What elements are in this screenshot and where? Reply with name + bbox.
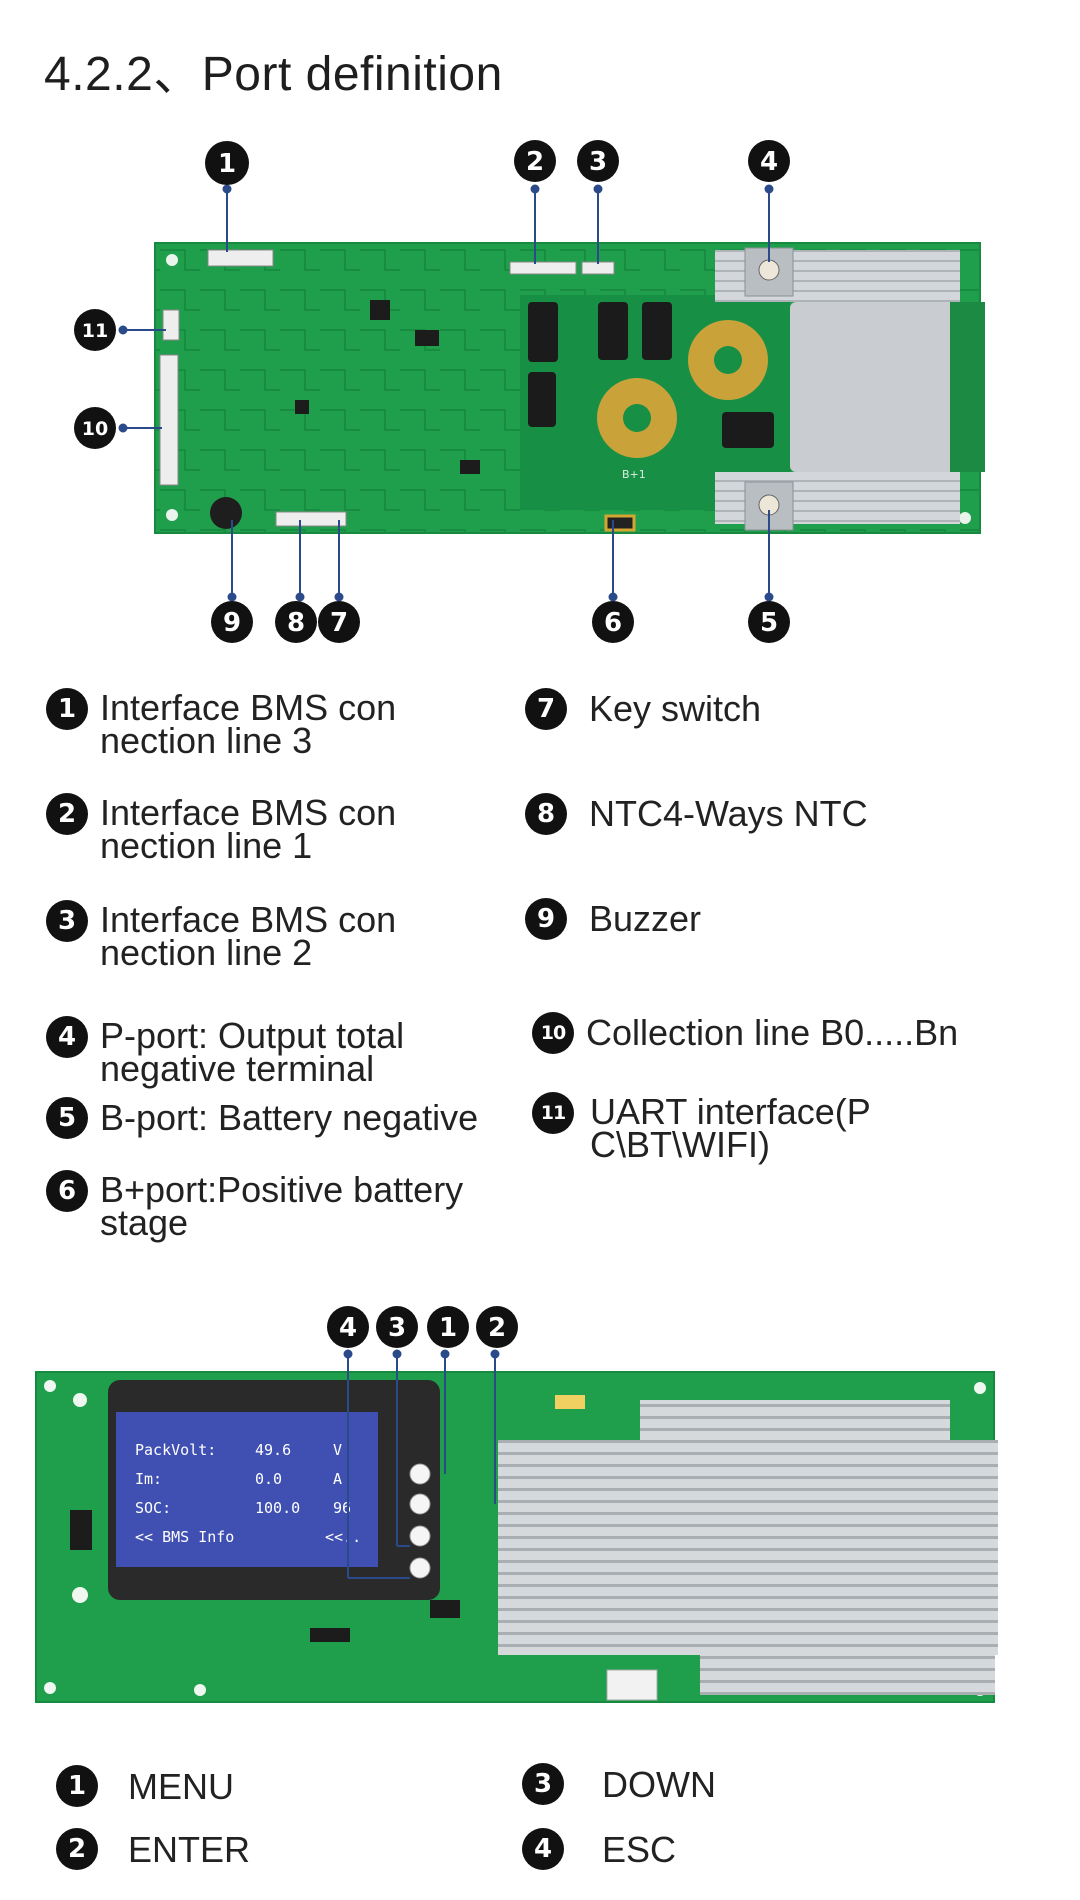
callout-4: 4 (748, 140, 790, 182)
top-board-figure: B+1 1 2 3 4 5 6 7 8 (74, 140, 985, 643)
callout-11: 11 (74, 309, 116, 351)
legend-text: UART interface(P C\BT\WIFI) (590, 1091, 871, 1165)
button-legend-item-2: 2 ENTER (56, 1828, 250, 1870)
bottom-callout-3: 3 (376, 1306, 418, 1348)
legend-item-10: 10 Collection line B0.....Bn (532, 1012, 958, 1054)
legend-item-3: 3 Interface BMS con nection line 2 (46, 899, 397, 973)
callout-10: 10 (74, 407, 116, 449)
legend-text: B+port:Positive battery stage (100, 1169, 464, 1243)
legend-text: DOWN (602, 1763, 716, 1805)
hw-button-menu (409, 1463, 431, 1485)
legend-item-1: 1 Interface BMS con nection line 3 (46, 687, 397, 761)
svg-text:11: 11 (82, 320, 108, 342)
legend-text: B-port: Battery negative (100, 1097, 479, 1138)
legend-item-9: 9 Buzzer (525, 898, 701, 940)
lcd-unit: <<.. (325, 1528, 361, 1546)
lcd-value: 0.0 (255, 1470, 282, 1488)
callout-3: 3 (577, 140, 619, 182)
svg-text:3: 3 (589, 147, 607, 177)
button-legend-item-4: 4 ESC (522, 1828, 676, 1870)
callout-8: 8 (275, 601, 317, 643)
callout-6: 6 (592, 601, 634, 643)
bottom-callout-1: 1 (427, 1306, 469, 1348)
lcd-unit: 96 (333, 1499, 351, 1517)
legend-item-6: 6 B+port:Positive battery stage (46, 1169, 464, 1243)
legend-badge: 9 (525, 898, 567, 940)
silkscreen-label: B+1 (622, 468, 646, 481)
legend-item-8: 8 NTC4-Ways NTC (525, 793, 868, 835)
legend-text: ENTER (128, 1828, 251, 1870)
callout-9: 9 (211, 601, 253, 643)
button-legend-item-3: 3 DOWN (522, 1763, 716, 1805)
svg-text:6: 6 (604, 608, 622, 638)
lcd-unit: V (333, 1441, 342, 1459)
legend-badge: 8 (525, 793, 567, 835)
svg-text:5: 5 (760, 608, 778, 638)
lcd-unit: A (333, 1470, 342, 1488)
legend-badge: 7 (525, 688, 567, 730)
legend-text: P-port: Output total negative terminal (100, 1015, 405, 1089)
svg-text:3: 3 (388, 1313, 406, 1343)
legend-text: Collection line B0.....Bn (586, 1012, 959, 1053)
svg-text:1: 1 (218, 149, 236, 179)
lcd-label: << BMS Info (135, 1528, 234, 1546)
legend-badge: 4 (522, 1828, 564, 1870)
legend-item-7: 7 Key switch (525, 688, 761, 730)
lcd-screen (116, 1412, 378, 1567)
bottom-callout-4: 4 (327, 1306, 369, 1348)
lcd-value: 100.0 (255, 1499, 300, 1517)
lcd-display: PackVolt: 49.6 V Im: 0.0 A SOC: 100.0 96… (135, 1441, 361, 1546)
legend-item-4: 4 P-port: Output total negative terminal (46, 1015, 405, 1089)
page-title: 4.2.2、Port definition (44, 48, 503, 101)
legend-text: Interface BMS con nection line 3 (100, 687, 397, 761)
bottom-heatsink (498, 1440, 998, 1655)
svg-text:2: 2 (526, 147, 544, 177)
svg-text:9: 9 (223, 608, 241, 638)
hw-button-esc (409, 1557, 431, 1579)
callout-2: 2 (514, 140, 556, 182)
legend-badge: 6 (46, 1170, 88, 1212)
legend-item-5: 5 B-port: Battery negative (46, 1097, 478, 1139)
lcd-label: SOC: (135, 1499, 171, 1517)
callout-1: 1 (205, 141, 249, 185)
legend-badge: 5 (46, 1097, 88, 1139)
lcd-label: PackVolt: (135, 1441, 216, 1459)
lcd-value: 49.6 (255, 1441, 291, 1459)
svg-text:2: 2 (488, 1313, 506, 1343)
legend-badge: 3 (522, 1763, 564, 1805)
button-legend-item-1: 1 MENU (56, 1765, 234, 1807)
callout-7: 7 (318, 601, 360, 643)
legend-text: MENU (128, 1765, 234, 1807)
hw-button-enter (409, 1493, 431, 1515)
legend-badge: 2 (46, 793, 88, 835)
top-heatsink (790, 302, 960, 472)
legend-text: Interface BMS con nection line 1 (100, 792, 397, 866)
svg-text:1: 1 (439, 1313, 457, 1343)
legend-badge: 11 (532, 1092, 574, 1134)
legend-item-2: 2 Interface BMS con nection line 1 (46, 792, 397, 866)
svg-text:4: 4 (760, 147, 778, 177)
svg-text:8: 8 (287, 608, 305, 638)
legend-text: Buzzer (589, 898, 702, 939)
callout-5: 5 (748, 601, 790, 643)
legend-text: ESC (602, 1828, 677, 1870)
legend-text: Interface BMS con nection line 2 (100, 899, 397, 973)
legend-badge: 3 (46, 900, 88, 942)
legend-badge: 4 (46, 1016, 88, 1058)
svg-text:4: 4 (339, 1313, 357, 1343)
legend-badge: 2 (56, 1828, 98, 1870)
svg-text:7: 7 (330, 608, 348, 638)
legend-badge: 1 (56, 1765, 98, 1807)
hw-button-down (409, 1525, 431, 1547)
bottom-board-figure: PackVolt: 49.6 V Im: 0.0 A SOC: 100.0 96… (35, 1306, 998, 1703)
bottom-callout-2: 2 (476, 1306, 518, 1348)
legend-text: NTC4-Ways NTC (589, 793, 868, 834)
legend-text: Key switch (589, 688, 762, 729)
legend-badge: 10 (532, 1012, 574, 1054)
svg-text:10: 10 (82, 418, 108, 440)
legend-badge: 1 (46, 688, 88, 730)
legend-item-11: 11 UART interface(P C\BT\WIFI) (532, 1091, 871, 1165)
lcd-label: Im: (135, 1470, 162, 1488)
